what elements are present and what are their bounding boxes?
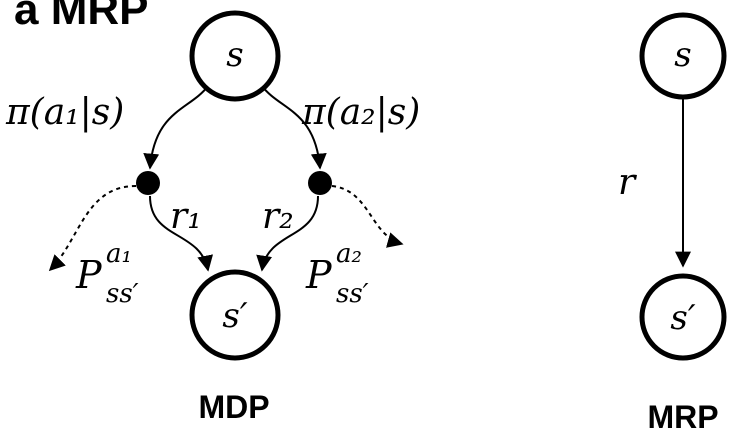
mdp-node-s-prime	[189, 269, 281, 361]
mdp-node-s-prime-label: s′	[222, 296, 247, 336]
transition-right-sup: a₂	[336, 239, 362, 269]
transition-left-label: P a₁ ss′	[75, 239, 139, 309]
mrp-node-s	[639, 12, 727, 100]
mdp-node-s	[189, 10, 281, 102]
mrp-reward-label: r	[618, 162, 637, 203]
mrp-node-s-prime-label: s′	[670, 298, 695, 338]
edge-s-to-action-left	[143, 85, 209, 170]
transition-right-base: P	[305, 253, 333, 297]
reward-left-label: r₁	[170, 196, 202, 237]
transition-left-sup: a₁	[106, 239, 132, 269]
action-node-left	[136, 171, 160, 195]
transition-right-label: P a₂ ss′	[305, 239, 369, 309]
transition-left-base: P	[75, 253, 103, 297]
transition-right-sub: ss′	[336, 279, 369, 309]
mdp-caption: MDP	[198, 389, 269, 425]
policy-right-label: π(a₂|s)	[301, 92, 420, 133]
mdp-node-s-label: s	[226, 35, 243, 75]
dashed-edge-right	[331, 185, 404, 248]
mrp-caption: MRP	[647, 399, 718, 435]
edge-action-left-to-s-prime	[149, 195, 214, 272]
mrp-node-s-label: s	[674, 35, 691, 75]
mrp-node-s-prime	[639, 273, 727, 361]
edge-s-to-action-right	[261, 85, 327, 170]
title-fragment: a MRP	[14, 0, 148, 34]
mdp-group: s s′ π(a₁|s) π(a₂|s) r₁ r₂ P a₁ ss′ P a₂…	[5, 10, 420, 425]
mrp-group: s s′ r MRP	[618, 12, 727, 435]
reward-right-label: r₂	[262, 196, 294, 237]
edge-action-right-to-s-prime	[256, 195, 319, 272]
action-node-right	[308, 171, 332, 195]
transition-left-sub: ss′	[106, 279, 139, 309]
policy-left-label: π(a₁|s)	[5, 92, 124, 133]
